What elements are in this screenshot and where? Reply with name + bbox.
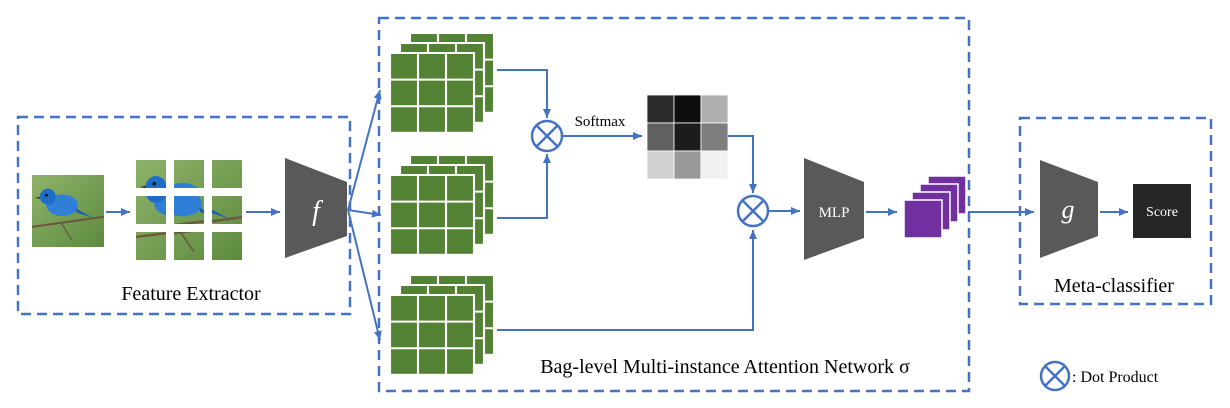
attention-network-box (377, 16, 971, 393)
dot-product-2-icon (736, 194, 770, 228)
fanout-arrows (347, 89, 382, 341)
score-box (1133, 184, 1191, 238)
attention-cell (700, 150, 729, 180)
f-symbol: f (312, 196, 323, 227)
feature-extractor-title: Feature Extractor (121, 283, 261, 305)
input-bird-image (30, 173, 106, 249)
arrows-to-dot-1 (497, 69, 551, 219)
attention-cell (673, 150, 702, 180)
mlp-label: MLP (819, 205, 850, 221)
feature-extractor-box (16, 115, 352, 316)
legend-dot-product-label: : Dot Product (1072, 369, 1159, 386)
image-patches (136, 160, 242, 260)
arrow-attention-to-dot-2 (728, 135, 757, 193)
attention-network-title: Bag-level Multi-instance Attention Netwo… (540, 356, 910, 378)
score-label: Score (1146, 205, 1178, 220)
dot-product-1-icon (530, 119, 564, 153)
feature-map-stack-1 (388, 31, 496, 134)
output-feature-stack (903, 175, 967, 239)
feature-map-stack-2 (388, 153, 496, 256)
arrow-stack3-to-dot-2 (497, 230, 757, 331)
feature-extractor-f (285, 158, 347, 258)
attention-cell (673, 94, 702, 124)
attention-cell (646, 94, 675, 124)
softmax-label: Softmax (575, 114, 626, 130)
meta-classifier-g (1040, 160, 1098, 258)
feature-map-stack-3 (388, 273, 496, 376)
attention-cell (700, 94, 729, 124)
attention-cell (646, 150, 675, 180)
attention-cell (700, 122, 729, 152)
legend-dot-product-icon (1039, 360, 1071, 392)
attention-cell (646, 122, 675, 152)
meta-classifier-title: Meta-classifier (1054, 275, 1174, 297)
attention-map (646, 94, 729, 180)
g-symbol: g (1062, 195, 1075, 224)
attention-cell (673, 122, 702, 152)
mlp-block (804, 158, 864, 260)
